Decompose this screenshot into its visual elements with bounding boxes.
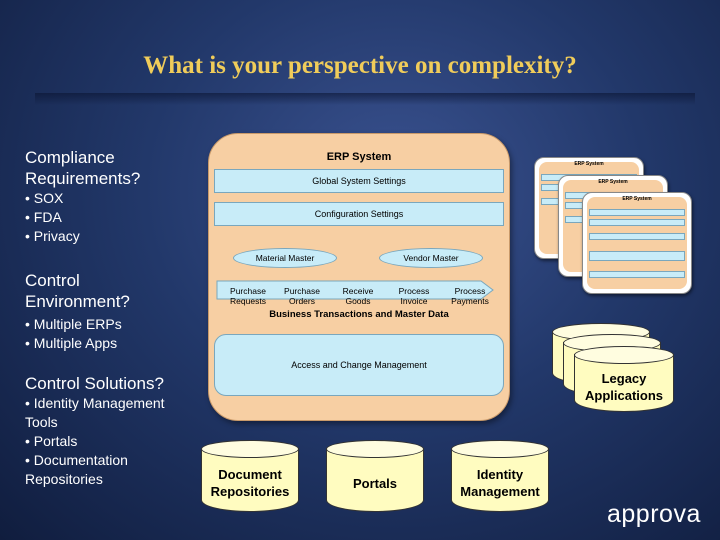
compliance-section: Compliance Requirements? SOX FDA Privacy bbox=[25, 147, 140, 246]
control-sol-line: Tools bbox=[25, 414, 58, 430]
compliance-item: Privacy bbox=[25, 227, 140, 246]
process-arrows bbox=[216, 280, 494, 300]
access-mgmt-box: Access and Change Management bbox=[214, 334, 504, 396]
mini-erp-title: ERP System bbox=[622, 196, 652, 202]
compliance-heading-1: Compliance bbox=[25, 148, 115, 167]
vendor-master: Vendor Master bbox=[379, 248, 483, 268]
control-env-item: Multiple ERPs bbox=[25, 315, 130, 334]
control-env-heading-2: Environment? bbox=[25, 292, 130, 311]
config-settings-bar: Configuration Settings bbox=[214, 202, 504, 226]
compliance-item: FDA bbox=[25, 208, 140, 227]
control-sol-line: • Portals bbox=[25, 433, 78, 449]
approva-logo: approva bbox=[607, 500, 701, 528]
compliance-heading-2: Requirements? bbox=[25, 169, 141, 188]
mini-erp-title: ERP System bbox=[574, 161, 604, 167]
erp-system-box: ERP System Global System Settings Config… bbox=[208, 133, 510, 421]
control-env-section: Control Environment? Multiple ERPs Multi… bbox=[25, 270, 130, 353]
control-env-heading-1: Control bbox=[25, 271, 80, 290]
control-env-item: Multiple Apps bbox=[25, 334, 130, 353]
process-chevron bbox=[216, 280, 494, 300]
control-sol-line: • Identity Management bbox=[25, 395, 165, 411]
erp-title: ERP System bbox=[326, 151, 392, 163]
control-sol-heading: Control Solutions? bbox=[25, 374, 164, 393]
page-title: What is your perspective on complexity? bbox=[143, 52, 577, 79]
control-sol-line: • Documentation bbox=[25, 452, 128, 468]
compliance-item: SOX bbox=[25, 189, 140, 208]
cylinder-label: Portals bbox=[352, 476, 398, 491]
control-sol-line: Repositories bbox=[25, 471, 103, 487]
business-tx-label: Business Transactions and Master Data bbox=[269, 309, 449, 320]
global-settings-bar: Global System Settings bbox=[214, 169, 504, 193]
material-master: Material Master bbox=[233, 248, 337, 268]
mini-erp-3: ERP System bbox=[582, 192, 692, 294]
portals-cylinder: Portals bbox=[326, 440, 424, 512]
title-divider bbox=[35, 93, 695, 105]
control-sol-section: Control Solutions? • Identity Management… bbox=[25, 373, 165, 489]
mini-erp-title: ERP System bbox=[598, 179, 628, 185]
